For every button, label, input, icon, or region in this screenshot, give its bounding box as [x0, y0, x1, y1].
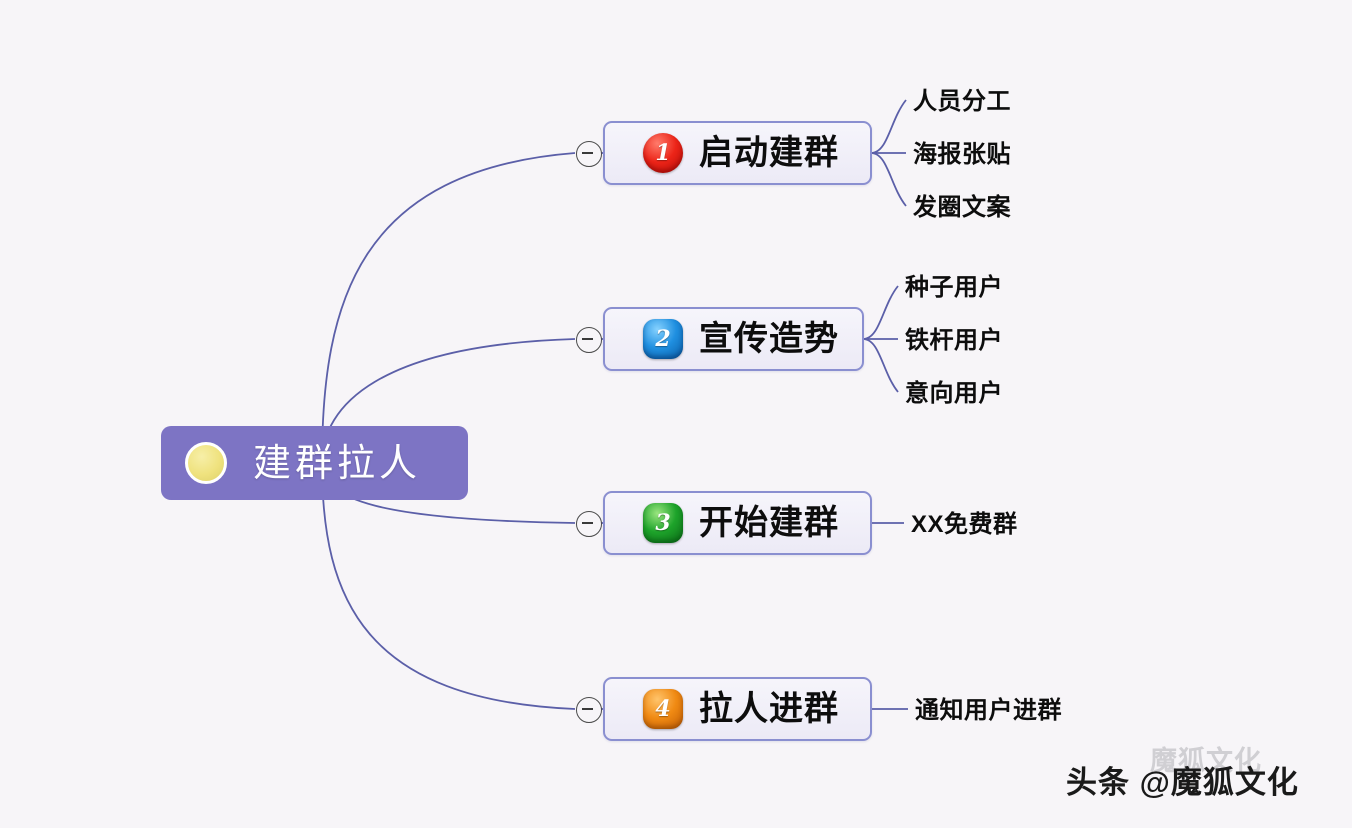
- branch-node-4[interactable]: 4 拉人进群: [603, 677, 872, 741]
- root-node-label: 建群拉人: [253, 441, 422, 485]
- branch-node-4-label: 拉人进群: [699, 690, 839, 728]
- branch-node-2-label: 宣传造势: [699, 320, 839, 358]
- leaf-node-1-1[interactable]: 人员分工: [913, 88, 1011, 115]
- collapse-minus-icon-branch-3[interactable]: [576, 511, 602, 537]
- leaf-node-2-2[interactable]: 铁杆用户: [905, 327, 1003, 354]
- edge-branch-2-leaf-3: [862, 338, 899, 393]
- branch-node-3[interactable]: 3 开始建群: [603, 491, 872, 555]
- branch-node-1-label: 启动建群: [699, 134, 839, 172]
- badge-number-3: 3: [643, 503, 683, 543]
- badge-number-1: 1: [643, 133, 683, 173]
- leaf-node-2-1[interactable]: 种子用户: [905, 274, 1003, 301]
- yellow-circle-icon: [185, 442, 227, 484]
- edge-root-to-branch-1: [321, 152, 576, 464]
- watermark-ghost-text: 魔狐文化: [1150, 746, 1262, 776]
- leaf-node-4-1[interactable]: 通知用户进群: [915, 697, 1062, 724]
- leaf-node-3-1[interactable]: XX免费群: [911, 511, 1018, 538]
- collapse-minus-icon-branch-2[interactable]: [576, 327, 602, 353]
- branch-node-3-label: 开始建群: [699, 504, 839, 542]
- leaf-node-1-3[interactable]: 发圈文案: [913, 194, 1011, 221]
- badge-number-4: 4: [643, 689, 683, 729]
- collapse-minus-icon-branch-4[interactable]: [576, 697, 602, 723]
- leaf-node-1-2[interactable]: 海报张贴: [913, 141, 1011, 168]
- leaf-node-2-3[interactable]: 意向用户: [905, 380, 1003, 407]
- watermark-text: 头条 @魔狐文化: [1066, 765, 1299, 800]
- badge-number-2: 2: [643, 319, 683, 359]
- edge-branch-2-leaf-1: [862, 285, 899, 340]
- branch-node-2[interactable]: 2 宣传造势: [603, 307, 864, 371]
- edge-branch-1-leaf-1: [870, 99, 907, 154]
- root-node[interactable]: 建群拉人: [161, 426, 468, 500]
- collapse-minus-icon-branch-1[interactable]: [576, 141, 602, 167]
- edge-branch-1-leaf-3: [870, 152, 907, 207]
- branch-node-1[interactable]: 1 启动建群: [603, 121, 872, 185]
